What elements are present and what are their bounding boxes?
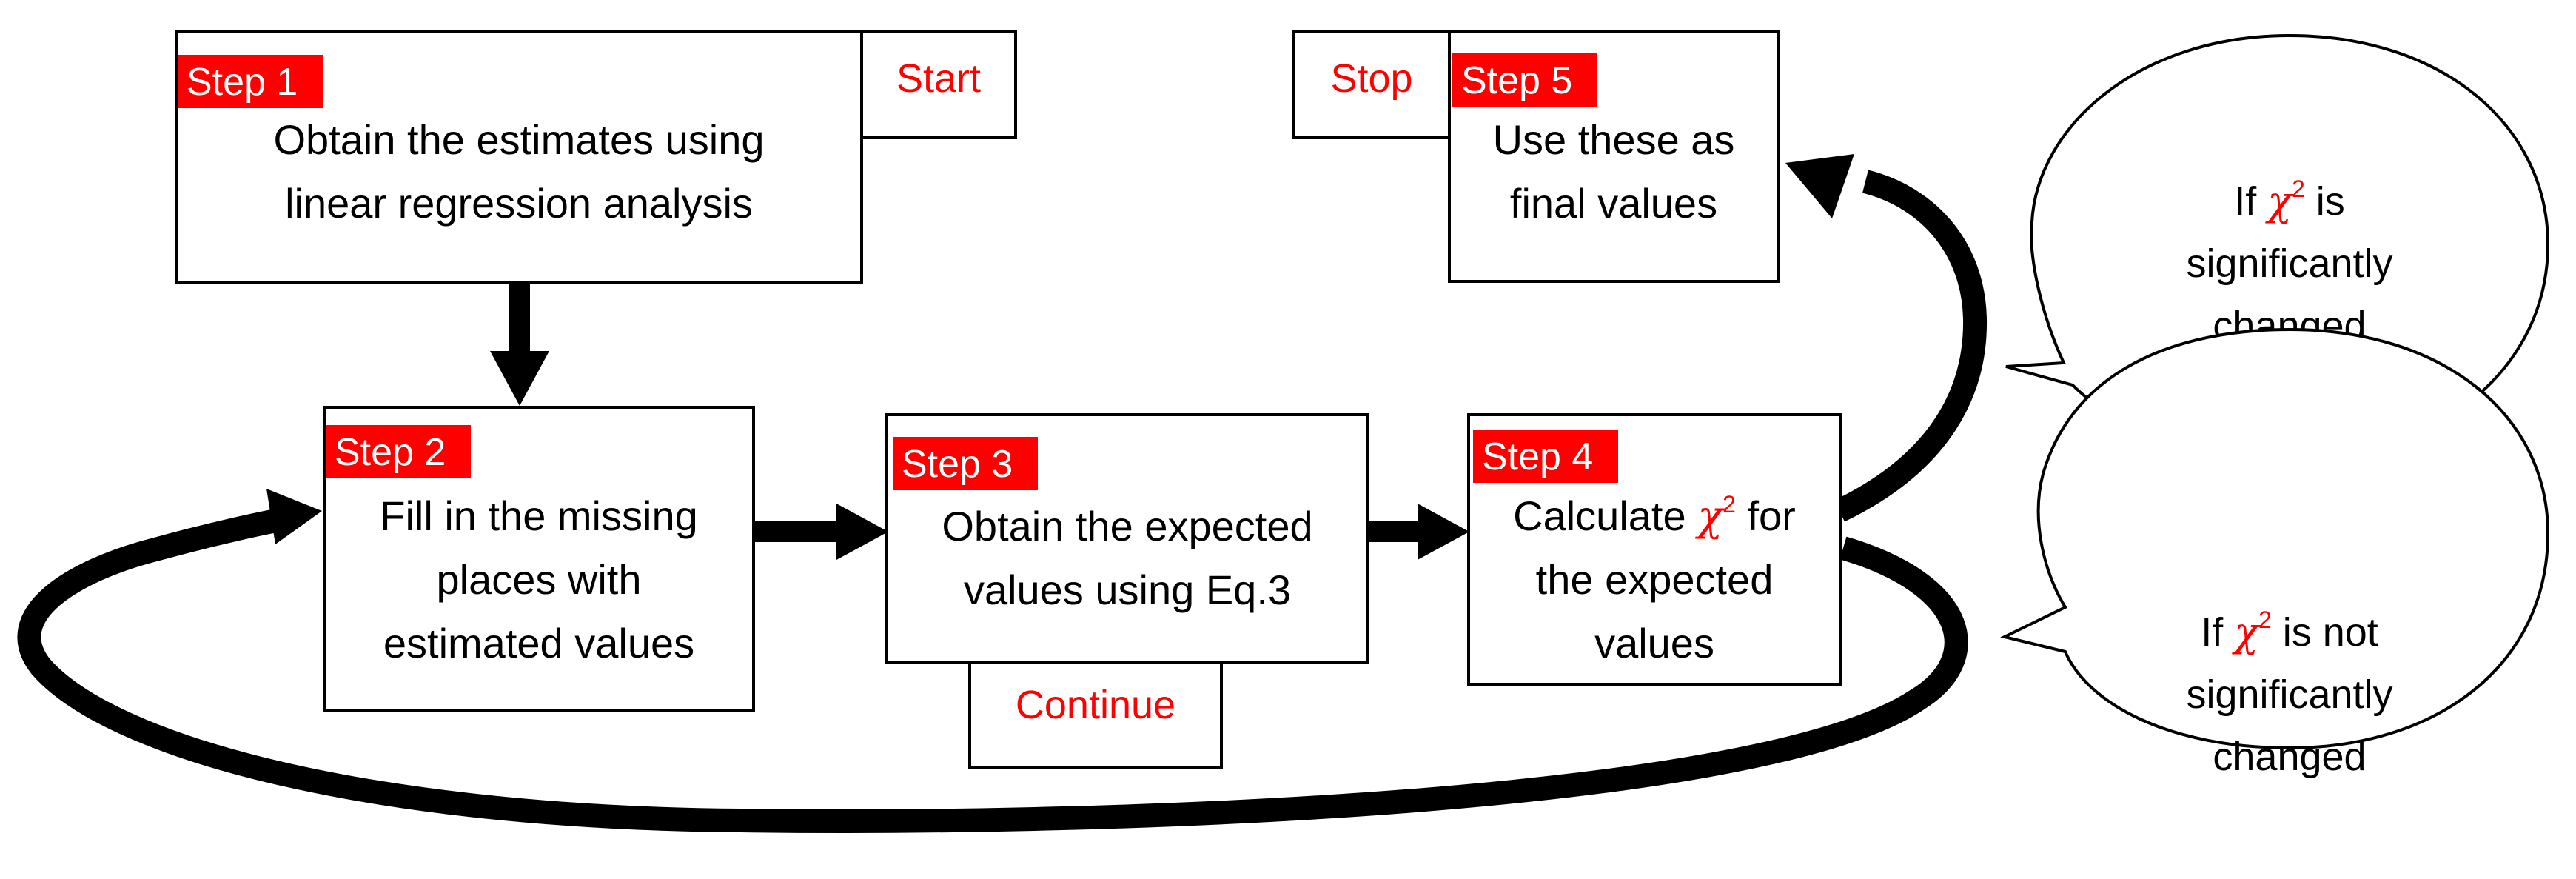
step2-text-line3: estimated values bbox=[383, 620, 694, 666]
arrow-step3-to-step4-head bbox=[1418, 504, 1469, 560]
step4-chi-superscript: 2 bbox=[1723, 491, 1736, 518]
continue-tag: Continue bbox=[968, 661, 1223, 769]
step2-text-line2: places with bbox=[436, 556, 641, 603]
step4-line1-pre: Calculate bbox=[1513, 492, 1697, 539]
bubble-not-significant-line3: changed bbox=[2213, 735, 2366, 779]
step5-text-line2: final values bbox=[1510, 180, 1717, 227]
step4-text-line1: Calculate χ2 for bbox=[1513, 491, 1796, 541]
stop-label: Stop bbox=[1330, 56, 1412, 101]
arrow-step2-to-step3-head bbox=[836, 504, 888, 560]
step4-label: Step 4 bbox=[1482, 435, 1593, 478]
step1-label: Step 1 bbox=[187, 61, 298, 104]
step5-text-line1: Use these as bbox=[1493, 116, 1735, 163]
bubble-significant-pre: If bbox=[2234, 179, 2267, 224]
step1-box: Step 1 Obtain the estimates using linear… bbox=[175, 30, 863, 284]
step3-box: Step 3 Obtain the expected values using … bbox=[885, 413, 1369, 664]
step1-text-line2: linear regression analysis bbox=[285, 180, 753, 227]
arrow-step1-to-step2-head bbox=[490, 351, 549, 406]
step3-text-line2: values using Eq.3 bbox=[964, 566, 1291, 613]
step3-label: Step 3 bbox=[902, 443, 1013, 486]
continue-label: Continue bbox=[1016, 683, 1175, 727]
bubble-not-significant-chi: χ bbox=[2231, 609, 2261, 655]
bubble-significant-line1: If χ2 is bbox=[2234, 176, 2345, 224]
bubble-not-significant: If χ2 is not significantly changed bbox=[2000, 327, 2550, 779]
step1-text-line1: Obtain the estimates using bbox=[273, 116, 764, 163]
bubble-significant-sup: 2 bbox=[2292, 176, 2305, 202]
bubble-not-significant-line1: If χ2 is not bbox=[2201, 606, 2378, 655]
bubble-not-significant-post: is not bbox=[2272, 610, 2378, 655]
step2-text-line1: Fill in the missing bbox=[380, 492, 697, 539]
step2-box: Step 2 Fill in the missing places with e… bbox=[323, 406, 755, 712]
step3-text-line1: Obtain the expected bbox=[942, 503, 1312, 549]
start-label: Start bbox=[896, 56, 981, 101]
bubble-significant-line2: significantly bbox=[2186, 241, 2392, 286]
step4-chi-symbol: χ bbox=[1694, 492, 1725, 541]
stop-tag: Stop bbox=[1292, 30, 1451, 139]
step5-label: Step 5 bbox=[1461, 59, 1572, 102]
step5-box: Step 5 Use these as final values bbox=[1448, 30, 1780, 283]
bubble-significant-chi: χ bbox=[2264, 178, 2294, 224]
step4-box: Step 4 Calculate χ2 for the expected val… bbox=[1467, 413, 1842, 686]
bubble-not-significant-line2: significantly bbox=[2186, 672, 2392, 717]
bubble-not-significant-sup: 2 bbox=[2258, 606, 2272, 633]
loop-back-arrowhead bbox=[266, 489, 322, 544]
step4-text-line3: values bbox=[1594, 620, 1714, 666]
loop-back-arrow bbox=[17, 507, 1968, 833]
step4-text-line2: the expected bbox=[1536, 556, 1774, 603]
bubble-not-significant-pre: If bbox=[2201, 610, 2234, 655]
stop-arrowhead bbox=[1785, 154, 1854, 218]
step2-label: Step 2 bbox=[335, 431, 446, 474]
step4-line1-post: for bbox=[1736, 492, 1796, 539]
start-tag: Start bbox=[860, 30, 1017, 139]
stop-arrow bbox=[1834, 170, 1988, 522]
bubble-significant-post: is bbox=[2305, 179, 2345, 224]
